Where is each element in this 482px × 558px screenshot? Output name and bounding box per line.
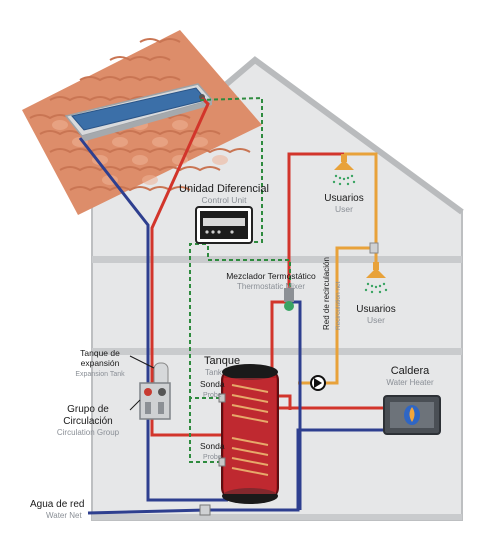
storage-tank — [219, 364, 278, 504]
water-network-sublabel: Water Net — [46, 511, 82, 520]
boiler — [384, 396, 440, 434]
circulation-group — [140, 383, 170, 419]
water-network-label: Agua de red — [30, 499, 85, 510]
boiler-sublabel: Water Heater — [386, 378, 434, 387]
probe-upper-label: Sonda — [200, 379, 225, 389]
users-middle-sublabel: User — [367, 315, 385, 325]
circulation-group-label-2: Circulación — [63, 416, 112, 427]
mixer-sublabel: Thermostatic Mixer — [237, 282, 305, 291]
pump-icon — [311, 376, 325, 390]
circulation-group-sublabel: Circulation Group — [57, 428, 120, 437]
probe-lower-sublabel: Probe — [203, 454, 222, 461]
recirculation-label: Red de recirculación — [322, 257, 331, 330]
expansion-tank-sublabel: Expansion Tank — [75, 371, 125, 378]
boiler-label: Caldera — [391, 365, 430, 377]
probe-upper-sublabel: Probe — [203, 392, 222, 399]
circulation-group-label-1: Grupo de — [67, 404, 109, 415]
control-unit — [196, 207, 252, 243]
recirculation-sublabel: Recirculation net — [335, 281, 342, 330]
control-unit-label: Unidad Diferencial — [179, 183, 269, 195]
floor-ground — [92, 514, 462, 520]
mixer-label: Mezclador Termostático — [226, 271, 316, 281]
users-middle-label: Usuarios — [356, 304, 395, 315]
probe-lower-label: Sonda — [200, 441, 225, 451]
users-top-sublabel: User — [335, 204, 353, 214]
tank-sublabel: Tank — [205, 368, 223, 377]
control-unit-sublabel: Control Unit — [202, 195, 248, 205]
users-top-label: Usuarios — [324, 193, 363, 204]
tank-label: Tanque — [204, 355, 240, 367]
water-valve-icon — [200, 505, 210, 515]
thermostatic-mixer — [284, 288, 294, 311]
expansion-tank-label-2: expansión — [81, 358, 120, 368]
expansion-tank-label-1: Tanque de — [80, 348, 120, 358]
tee-fitting-icon — [370, 243, 378, 253]
